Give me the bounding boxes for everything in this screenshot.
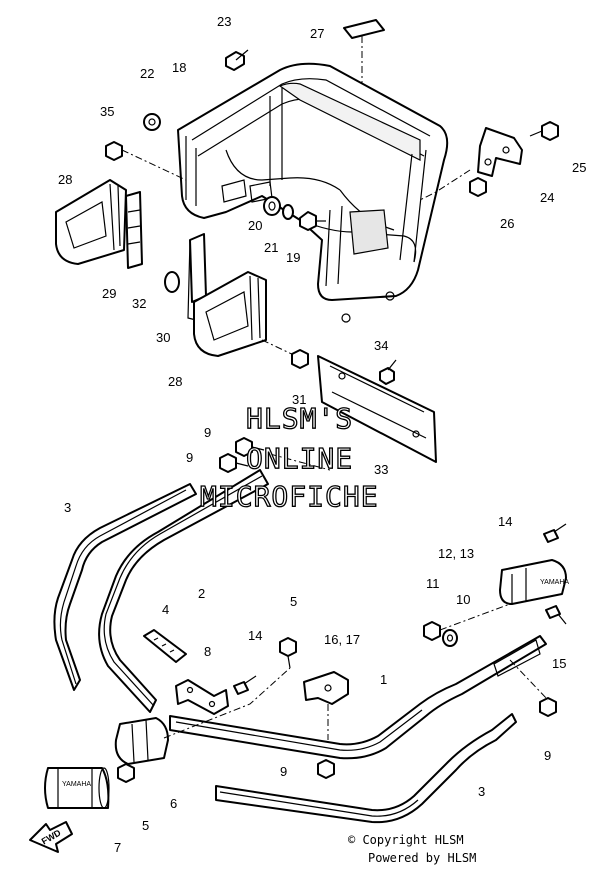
callout-21: 21 [264,240,278,255]
part-18-basket [177,62,449,323]
callout-18: 18 [172,60,186,75]
callout-28b: 28 [168,374,182,389]
part-10-washer [442,629,458,647]
callout-9b: 9 [186,450,193,465]
callout-19: 19 [286,250,300,265]
callout-34: 34 [374,338,388,353]
watermark-line-1: HLSM'S [246,402,353,435]
callout-2: 2 [198,586,205,601]
part-9-bolt-b [219,453,249,473]
callout-16-17: 16, 17 [324,632,360,647]
callout-25: 25 [572,160,586,175]
grip-brand-mark: YAMAHA [62,781,91,788]
part-5-bolt-a [279,637,297,669]
callout-3b: 3 [478,784,485,799]
part-33-plate [317,355,437,463]
callout-27: 27 [310,26,324,41]
part-9-bolt-a [235,437,265,457]
callout-22: 22 [140,66,154,81]
part-2-rail [98,469,269,713]
part-21-washer [282,204,294,220]
part-15-screw [545,605,567,625]
fwd-arrow-icon: FWD [29,821,73,853]
watermark-line-2: ONLINE [246,442,353,475]
leader-26 [419,169,471,201]
part-26-nut [469,177,487,197]
part-5-bolt-b [117,763,135,783]
callout-1: 1 [380,672,387,687]
part-20-collar [263,196,281,216]
part-25-bolt [529,121,559,141]
callout-28a: 28 [58,172,72,187]
callout-10: 10 [456,592,470,607]
part-29-plate [125,191,143,269]
part-24-bracket [477,127,523,177]
part-19-bolt [299,211,326,231]
copyright-text: © Copyright HLSM [348,833,464,847]
leader-31 [261,339,297,357]
part-28-side-bracket-left [55,179,127,265]
callout-5b: 5 [142,818,149,833]
powered-by-text: Powered by HLSM [368,851,476,865]
callout-31: 31 [292,392,306,407]
part-27-label-sticker [343,19,385,39]
part-22-collar [143,113,161,131]
part-1-main-rail [169,635,547,760]
part-9-bolt-d [539,697,557,717]
callout-9a: 9 [204,425,211,440]
callout-3a: 3 [64,500,71,515]
part-34-bolt [379,359,397,385]
callout-32: 32 [132,296,146,311]
part-28-side-bracket-right [193,271,267,357]
part-7-grip: YAMAHA [44,767,110,809]
part-11-nut [423,621,441,641]
callout-4: 4 [162,602,169,617]
callout-11: 11 [426,576,440,591]
callout-20: 20 [248,218,262,233]
part-8-bracket [175,679,229,715]
clamp-brand-mark: YAMAHA [540,579,569,586]
part-31-bolt [291,349,309,369]
part-35-nut [105,141,123,161]
callout-23: 23 [217,14,231,29]
callout-6: 6 [170,796,177,811]
callout-24: 24 [540,190,554,205]
part-32-collar [164,271,180,293]
part-6-end-cap [114,717,169,765]
part-23-bolt [225,49,249,71]
callout-30: 30 [156,330,170,345]
leader-9-top [269,453,331,471]
callout-12-13: 12, 13 [438,546,474,561]
callout-15: 15 [552,656,566,671]
callout-26: 26 [500,216,514,231]
part-14-screw-mid [233,675,257,695]
callout-7: 7 [114,840,121,855]
callout-35: 35 [100,104,114,119]
part-14-screw-top [543,523,567,543]
callout-33: 33 [374,462,388,477]
part-9-bolt-c [317,759,335,779]
watermark-line-3: MICROFICHE [200,480,379,513]
part-3-guard-left [53,483,197,691]
leader-9-right [509,659,549,701]
callout-8: 8 [204,644,211,659]
part-4-pad [143,629,187,663]
callout-14a: 14 [498,514,512,529]
part-16-17-bracket [303,671,349,705]
watermark: HLSM'S ONLINE MICROFICHE [199,401,379,513]
callout-9c: 9 [280,764,287,779]
callout-9d: 9 [544,748,551,763]
part-12-13-clamp: YAMAHA [499,559,569,605]
leader-5-8 [163,667,291,739]
callout-5a: 5 [290,594,297,609]
callout-29: 29 [102,286,116,301]
leader-35 [121,149,187,181]
leader-10-11 [439,603,511,631]
callout-numbers: 23 27 18 22 35 25 28 24 20 26 21 19 29 3… [58,14,586,855]
part-3-guard-lower [215,713,517,824]
callout-14b: 14 [248,628,262,643]
